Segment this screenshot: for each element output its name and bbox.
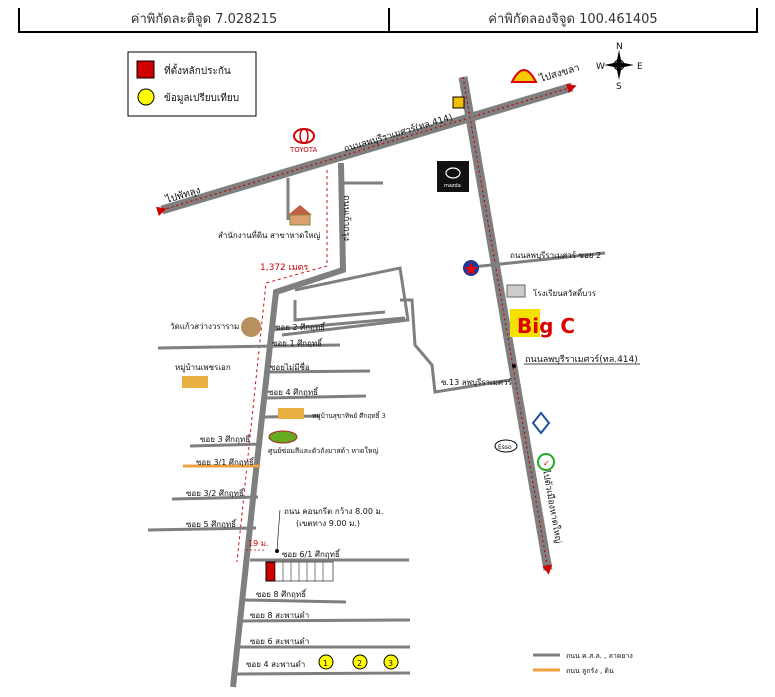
- collateral-legend-swatch: [136, 60, 155, 79]
- distance-19m-label: 19 ม.: [248, 539, 269, 548]
- dirt-road-legend-label: ถนน ลูกรัง , ดิน: [566, 667, 614, 675]
- esso-icon: Esso: [494, 439, 518, 453]
- local-road-network: [281, 251, 606, 394]
- soi-label: ซอยไม่มีชื่อ: [270, 361, 310, 372]
- distance-label: 1,372 เมตร: [260, 263, 308, 273]
- krue-road-label: ถนนเก้ากรุง: [341, 195, 352, 241]
- krue-road: ถนนเก้ากรุง: [230, 162, 383, 688]
- compass-n: N: [616, 42, 623, 52]
- temple-label: วัดแก้วสว่างวราราม: [170, 322, 239, 331]
- soi-label: ซอย 6 สะพานดำ: [250, 637, 309, 646]
- compass-icon: N S W E: [596, 42, 643, 92]
- soi-labels: ซอย 2 ศึกฤทธิ์ ซอย 1 ศึกฤทธิ์ ซอยไม่มีชื…: [186, 321, 341, 669]
- land-office-icon: สำนักงานที่ดิน สาขาหาดใหญ่: [218, 205, 321, 240]
- compass-s: S: [616, 82, 622, 92]
- soi-label: ซอย 5 ศึกฤทธิ์: [186, 518, 237, 529]
- soi-label: ซอย 3/2 ศึกฤทธิ์: [186, 487, 245, 498]
- soi-label: ซอย 8 สะพานดำ: [250, 611, 309, 620]
- land-office-label: สำนักงานที่ดิน สาขาหาดใหญ่: [218, 229, 321, 240]
- comparable-marker: 1: [323, 659, 328, 668]
- to-songkhla-label: ไปสงขลา: [537, 62, 581, 86]
- temple-icon: วัดแก้วสว่างวราราม: [170, 317, 261, 337]
- soi-label: ซอย 3 ศึกฤทธิ์: [200, 433, 251, 444]
- comparable-marker: 2: [357, 659, 362, 668]
- highway-to-hatyai: ไปตัวเมืองหาดใหญ่ ถนนลพบุรีราเมศวร์(ทล.4…: [458, 76, 640, 575]
- paved-road-legend-label: ถนน ค.ส.ล. , ลาดยาง: [566, 652, 633, 660]
- mazda-icon: mazda: [437, 161, 469, 192]
- coordinate-header: ค่าพิกัดละติจูด 7.028215 ค่าพิกัดลองจิจู…: [18, 8, 758, 33]
- bank-icon: [531, 411, 551, 435]
- road-type-legend: ถนน ค.ส.ล. , ลาดยาง ถนน ลูกรัง , ดิน: [533, 652, 633, 675]
- soi2-east-label: ถนนลพบุรีราเมศวร์ ซอย 2: [510, 250, 601, 260]
- caltex-icon: [463, 260, 479, 276]
- soi13-label: ซ.13 ลพบุรีราเมศวร์: [441, 377, 513, 387]
- mazda-label: mazda: [444, 183, 461, 189]
- compass-e: E: [637, 62, 643, 72]
- repair-center-icon: ศูนย์ซ่อมสีและตัวถังมาสด้า หาดใหญ่: [268, 430, 379, 455]
- collateral-marker: [265, 561, 276, 582]
- kbank-icon: ✓: [537, 453, 555, 471]
- concrete-note-1: ถนน คอนกรีต กว้าง 8.00 ม.: [284, 507, 383, 516]
- soi-lines: [147, 316, 411, 676]
- comparable-legend-swatch: [137, 88, 155, 106]
- comparable-marker: 3: [388, 659, 393, 668]
- soi-label: ซอย 8 ศึกฤทธิ์: [256, 588, 307, 599]
- village2-label: หมู่บ้านสุขาทิพย์ ศึกฤทธิ์ 3: [312, 411, 386, 420]
- soi-label: ซอย 1 ศึกฤทธิ์: [272, 337, 323, 348]
- shell-icon: [510, 69, 538, 83]
- fuel-station-icon: [452, 96, 465, 109]
- latitude-label: ค่าพิกัดละติจูด 7.028215: [20, 8, 390, 31]
- toyota-label: TOYOTA: [289, 146, 318, 154]
- concrete-note-2: (เขตทาง 9.00 ม.): [296, 519, 360, 528]
- comparables: 1 2 3: [318, 654, 399, 670]
- village2-icon: หมู่บ้านสุขาทิพย์ ศึกฤทธิ์ 3: [278, 408, 386, 420]
- soi-label: ซอย 4 ศึกฤทธิ์: [268, 386, 319, 397]
- soi-label: ซอย 3/1 ศึกฤทธิ์: [196, 456, 255, 467]
- legend: ที่ตั้งหลักประกัน ข้อมูลเปรียบเทียบ: [127, 51, 257, 117]
- village1-label: หมู่บ้านเพชรเอก: [175, 363, 231, 373]
- soi-label: ซอย 2 ศึกฤทธิ์: [275, 321, 326, 332]
- repair-center-label: ศูนย์ซ่อมสีและตัวถังมาสด้า หาดใหญ่: [268, 446, 379, 455]
- bigc-icon: Big C: [510, 309, 575, 338]
- soi-label: ซอย 4 สะพานดำ: [246, 660, 305, 669]
- longitude-label: ค่าพิกัดลองจิจูด 100.461405: [488, 12, 658, 27]
- toyota-icon: TOYOTA: [289, 128, 318, 154]
- highway-414-label: ถนนลพบุรีราเมศวร์(ทล.414): [342, 111, 453, 155]
- legend-comparable-label: ข้อมูลเปรียบเทียบ: [164, 92, 239, 104]
- legend-collateral-label: ที่ตั้งหลักประกัน: [164, 63, 231, 77]
- highway-414-east-label: ถนนลพบุรีราเมศวร์(ทล.414): [525, 353, 638, 365]
- route-line: [236, 170, 328, 563]
- compass-w: W: [596, 62, 605, 72]
- soi-label: ซอย 6/1 ศึกฤทธิ์: [282, 548, 341, 559]
- school-label: โรงเรียนสวัสดิ์บวร: [533, 287, 597, 298]
- school-icon: โรงเรียนสวัสดิ์บวร: [506, 284, 597, 298]
- esso-label: Esso: [498, 444, 512, 451]
- village-icon: หมู่บ้านเพชรเอก: [175, 363, 231, 388]
- parcel-row: [265, 561, 334, 582]
- svg-text:✓: ✓: [543, 459, 550, 468]
- bigc-label: Big C: [517, 314, 575, 338]
